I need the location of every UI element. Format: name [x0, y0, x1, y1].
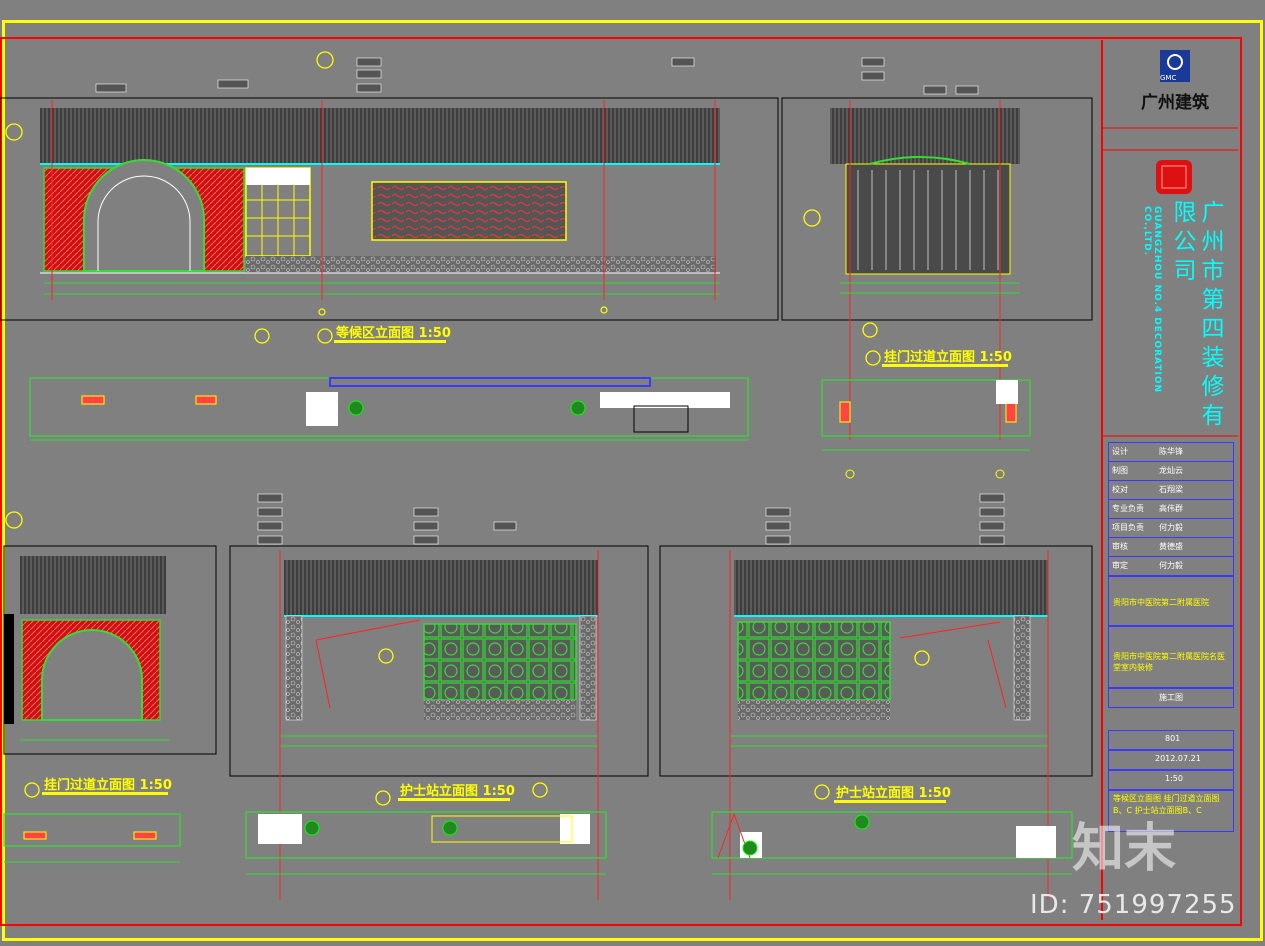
title-door-corridor-left: 挂门过道立面图 1:50 — [44, 778, 172, 793]
logo-text: 广州建筑 — [1141, 93, 1209, 113]
company-name-cn: 广州市第四装修有限公司 — [1169, 200, 1223, 432]
tb-project: 贵阳市中医院第二附属医院名医堂室内装修 — [1108, 626, 1234, 688]
title-door-corridor-right-underline — [882, 364, 1008, 367]
tb-drawing-title: 等候区立面图 挂门过道立面图B、C 护士站立面图B、C — [1108, 790, 1234, 832]
tb-row-2: 校对 石翔梁 — [1108, 480, 1234, 500]
watermark-id: ID: 751997255 — [1030, 890, 1237, 920]
tb-drawing-no: 801 — [1108, 730, 1234, 750]
title-block-table: 设计 陈华锋 制图 龙灿云 校对 石翔梁 专业负责 高伟群 项目负责 何力毅 审… — [1108, 442, 1234, 852]
title-door-corridor-right: 挂门过道立面图 1:50 — [884, 350, 1012, 365]
company-logo: GMC 广州建筑 — [1138, 74, 1212, 113]
tb-row-5: 审核 黄德盛 — [1108, 537, 1234, 557]
tb-client: 贵阳市中医院第二附属医院 — [1108, 576, 1234, 626]
title-waiting-area: 等候区立面图 1:50 — [336, 326, 451, 341]
tb-scale: 1:50 — [1108, 770, 1234, 790]
logo-badge: GMC — [1160, 74, 1177, 82]
company-name-en: GUANGZHOU NO.4 DECORATION CO.,LTD. — [1142, 206, 1162, 393]
tb-row-0: 设计 陈华锋 — [1108, 442, 1234, 462]
tb-stage: 施工图 — [1108, 688, 1234, 708]
tb-row-1: 制图 龙灿云 — [1108, 461, 1234, 481]
title-nurse-station-left: 护士站立面图 1:50 — [400, 784, 515, 799]
title-nurse-station-left-underline — [398, 798, 510, 801]
tb-row-4: 项目负责 何力毅 — [1108, 518, 1234, 538]
watermark-brand: 知末 — [1072, 819, 1177, 879]
tb-row-3: 专业负责 高伟群 — [1108, 499, 1234, 519]
inner-red-border — [0, 37, 1242, 926]
title-waiting-area-underline — [334, 340, 446, 343]
outer-yellow-frame — [2, 20, 1263, 941]
tb-date: 2012.07.21 — [1108, 750, 1234, 770]
title-nurse-station-right-underline — [834, 800, 946, 803]
title-nurse-station-right: 护士站立面图 1:50 — [836, 786, 951, 801]
tb-row-6: 审定 何力毅 — [1108, 556, 1234, 576]
title-door-corridor-left-underline — [42, 792, 168, 795]
